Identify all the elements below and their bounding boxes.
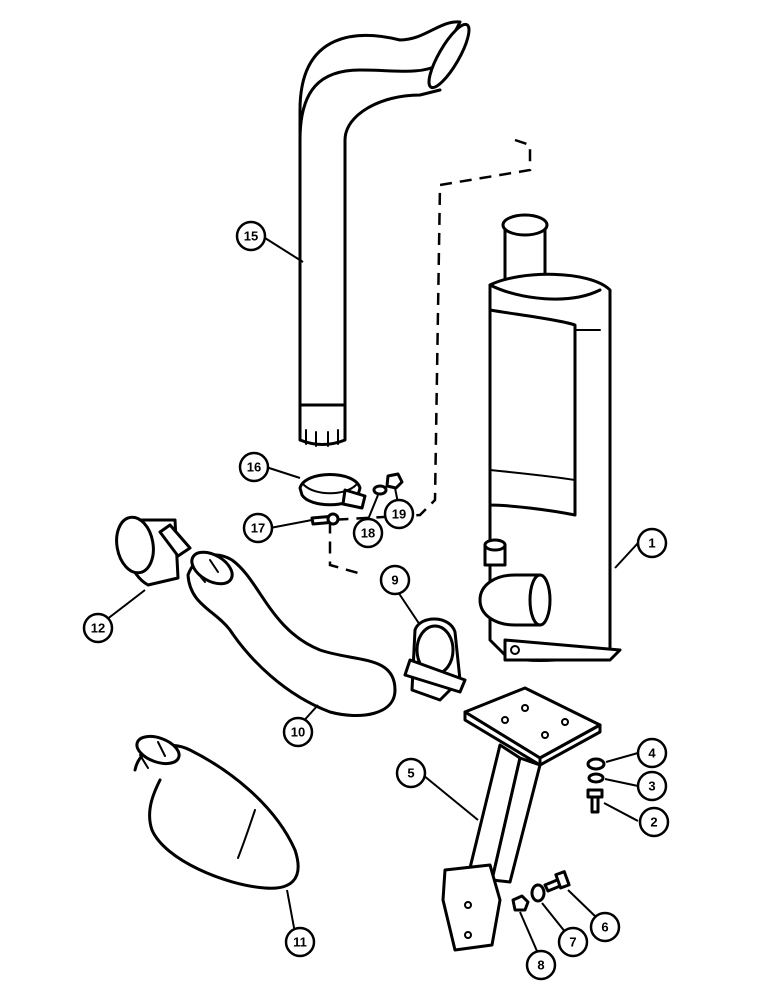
callout-7: 7: [557, 926, 589, 958]
side-bolt: [543, 870, 571, 893]
callout-2: 2: [638, 806, 670, 838]
callout-16: 16: [238, 451, 270, 483]
callout-circle: [242, 512, 274, 544]
u-clamp: [403, 617, 467, 702]
pipe-clamp: [298, 473, 367, 510]
callout-circle: [636, 527, 668, 559]
pipe-coupler: [115, 515, 192, 587]
callout-circle: [638, 806, 670, 838]
side-nut: [511, 894, 530, 912]
callout-number: 17: [251, 521, 265, 536]
exhaust-stack-pipe: [298, 20, 471, 447]
callout-19: 19: [383, 498, 415, 530]
callout-number: 7: [569, 935, 576, 950]
callout-circle: [282, 716, 314, 748]
callout-number: 2: [650, 815, 657, 830]
callout-circle: [589, 911, 621, 943]
callout-circle: [379, 564, 411, 596]
callout-5: 5: [395, 757, 427, 789]
bent-pipe-elbow: [186, 550, 397, 718]
callout-circle: [636, 770, 668, 802]
clamp-bolt: [310, 512, 340, 526]
callout-circle: [636, 737, 668, 769]
callout-12: 12: [82, 612, 114, 644]
callout-number: 10: [291, 725, 305, 740]
callout-circle: [352, 517, 384, 549]
leader-lines: [105, 237, 639, 959]
callout-circle: [238, 451, 270, 483]
callout-number: 15: [244, 229, 258, 244]
callout-circle: [235, 220, 267, 252]
flat-washer: [586, 757, 606, 771]
callout-11: 11: [284, 926, 316, 958]
callout-circle: [284, 926, 316, 958]
callout-number: 16: [247, 460, 261, 475]
callout-9: 9: [379, 564, 411, 596]
callout-1: 1: [636, 527, 668, 559]
callout-number: 18: [361, 526, 375, 541]
callout-number: 11: [293, 935, 307, 950]
callout-number: 9: [391, 573, 398, 588]
callout-number: 12: [91, 621, 105, 636]
callout-circle: [557, 926, 589, 958]
muffler: [478, 213, 622, 662]
callout-number: 4: [648, 746, 656, 761]
callout-number: 1: [648, 536, 655, 551]
clamp-nut: [385, 472, 404, 490]
callout-3: 3: [636, 770, 668, 802]
callout-8: 8: [525, 949, 557, 981]
clamp-washer: [372, 484, 388, 496]
callout-number: 3: [648, 779, 655, 794]
callout-10: 10: [282, 716, 314, 748]
callout-number: 5: [407, 766, 414, 781]
callout-18: 18: [352, 517, 384, 549]
lock-washer: [587, 772, 605, 784]
callout-circle: [525, 949, 557, 981]
callout-17: 17: [242, 512, 274, 544]
callout-6: 6: [589, 911, 621, 943]
curved-exhaust-pipe: [133, 734, 300, 890]
side-washer: [530, 883, 546, 903]
callout-circle: [395, 757, 427, 789]
callout-number: 6: [601, 920, 608, 935]
assembly-dashed-line: [328, 138, 532, 577]
mounting-bracket: [441, 686, 602, 952]
callout-circle: [383, 498, 415, 530]
callout-number: 8: [537, 958, 544, 973]
bracket-bolt: [586, 788, 604, 814]
callout-circle: [82, 612, 114, 644]
callout-15: 15: [235, 220, 267, 252]
callout-number: 19: [392, 507, 406, 522]
callout-4: 4: [636, 737, 668, 769]
